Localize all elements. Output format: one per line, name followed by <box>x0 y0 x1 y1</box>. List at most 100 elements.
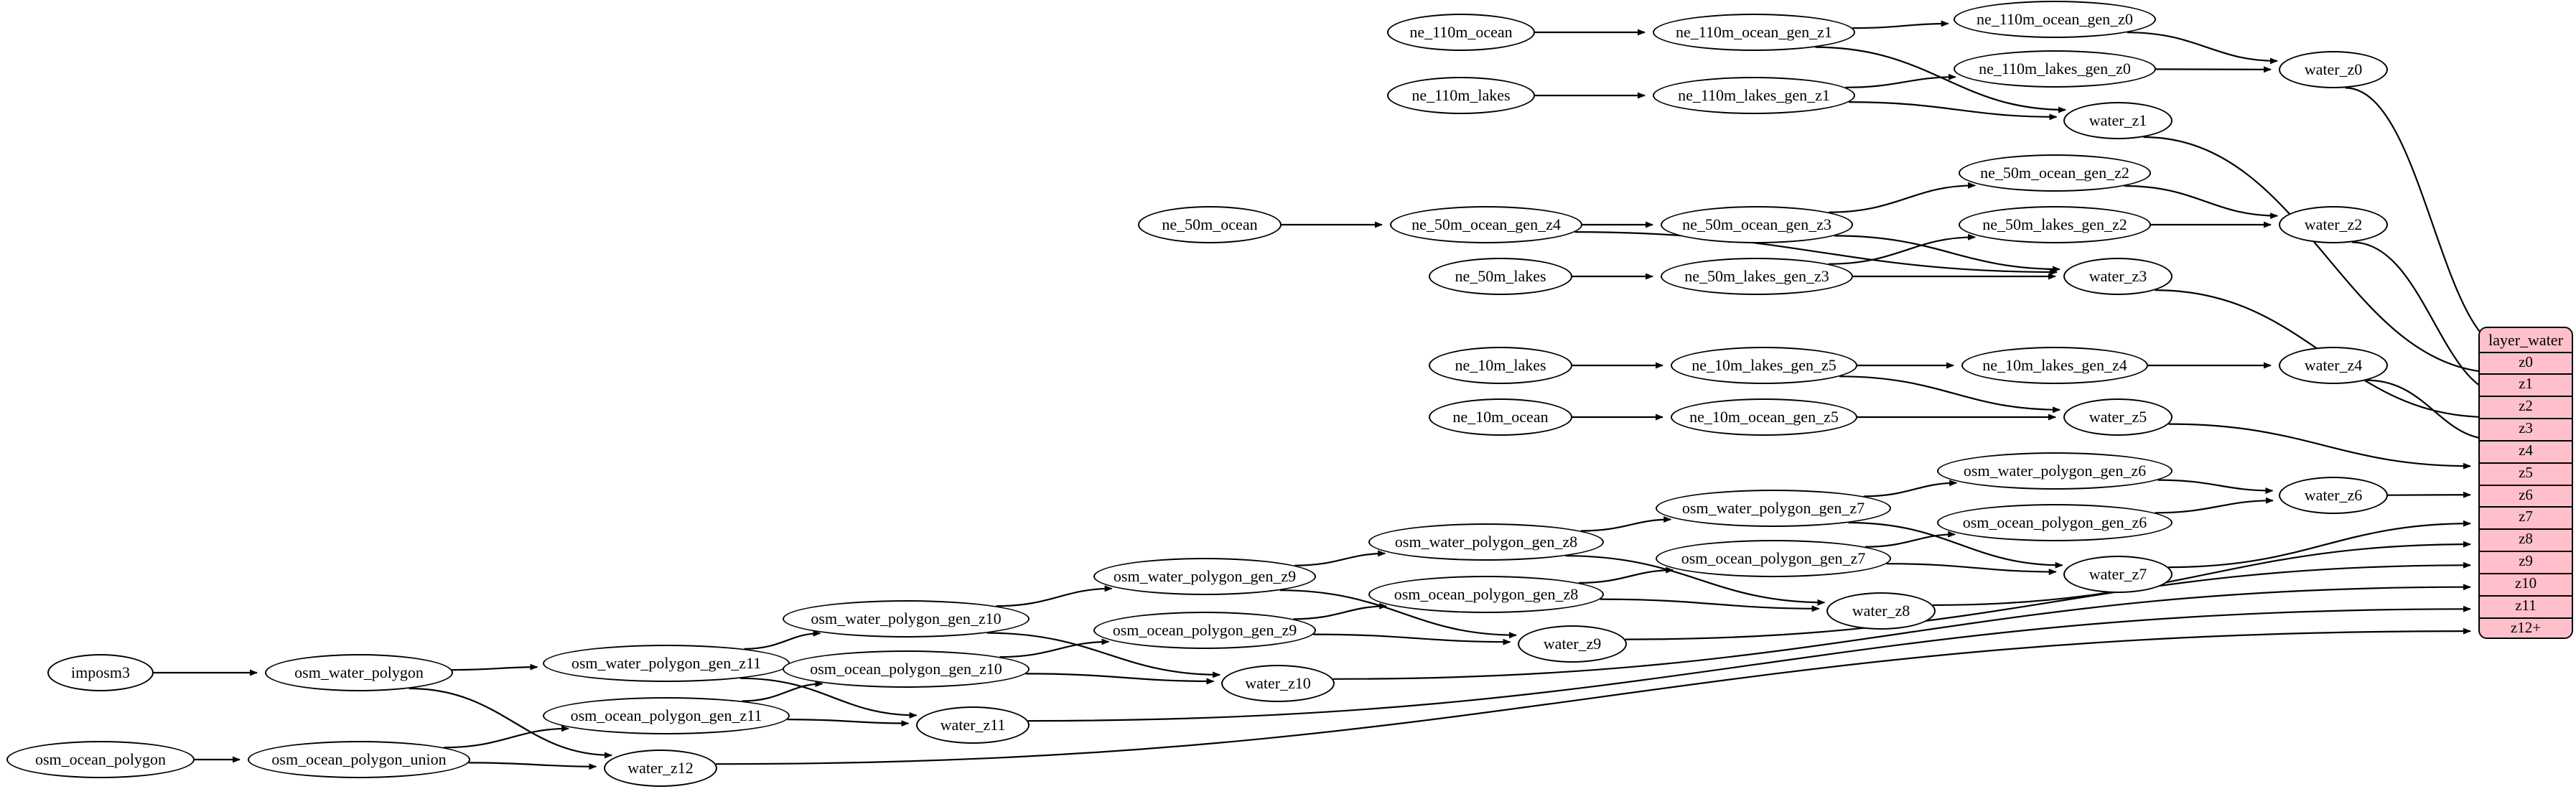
graph-node-label: osm_water_polygon_gen_z8 <box>1394 533 1578 551</box>
graph-node-osm_water_polygon_gen_z8[interactable]: osm_water_polygon_gen_z8 <box>1368 523 1604 561</box>
graph-node-label: water_z9 <box>1543 635 1602 653</box>
graph-node-osm_ocean_polygon_gen_z11[interactable]: osm_ocean_polygon_gen_z11 <box>543 697 790 734</box>
graph-node-label: ne_50m_ocean_gen_z2 <box>1980 164 2129 182</box>
graph-node-water_z10[interactable]: water_z10 <box>1221 665 1335 702</box>
graph-node-ne_10m_lakes_gen_z4[interactable]: ne_10m_lakes_gen_z4 <box>1961 347 2148 384</box>
graph-edge <box>2124 185 2279 220</box>
graph-node-ne_110m_lakes_gen_z1[interactable]: ne_110m_lakes_gen_z1 <box>1653 77 1855 114</box>
graph-node-label: osm_water_polygon_gen_z9 <box>1113 567 1297 585</box>
graph-node-water_z12[interactable]: water_z12 <box>604 750 717 787</box>
table-row[interactable]: z4 <box>2480 441 2572 464</box>
graph-node-osm_water_polygon_gen_z11[interactable]: osm_water_polygon_gen_z11 <box>543 645 790 682</box>
graph-edge <box>2155 497 2274 514</box>
graph-node-label: ne_50m_lakes_gen_z2 <box>1982 215 2127 233</box>
graph-node-label: osm_water_polygon_gen_z11 <box>571 654 762 672</box>
graph-node-osm_water_polygon_gen_z7[interactable]: osm_water_polygon_gen_z7 <box>1656 490 1891 527</box>
graph-node-ne_50m_ocean_gen_z3[interactable]: ne_50m_ocean_gen_z3 <box>1661 206 1853 243</box>
graph-node-ne_10m_ocean[interactable]: ne_10m_ocean <box>1429 398 1572 436</box>
graph-node-label: ne_110m_lakes_gen_z1 <box>1678 86 1830 104</box>
graph-node-water_z9[interactable]: water_z9 <box>1518 625 1627 663</box>
graph-node-osm_ocean_polygon_gen_z9[interactable]: osm_ocean_polygon_gen_z9 <box>1093 612 1316 649</box>
graph-edge <box>1313 633 1511 645</box>
graph-node-label: osm_ocean_polygon_union <box>271 750 447 768</box>
graph-edge <box>744 630 821 650</box>
graph-node-label: ne_10m_ocean_gen_z5 <box>1689 408 1839 426</box>
graph-node-ne_10m_ocean_gen_z5[interactable]: ne_10m_ocean_gen_z5 <box>1671 398 1857 436</box>
graph-node-osm_water_polygon_gen_z9[interactable]: osm_water_polygon_gen_z9 <box>1093 558 1316 595</box>
graph-node-label: water_z8 <box>1852 602 1910 620</box>
graph-node-imposm3[interactable]: imposm3 <box>47 654 154 691</box>
graph-node-ne_110m_lakes_gen_z0[interactable]: ne_110m_lakes_gen_z0 <box>1954 50 2156 88</box>
graph-node-label: ne_10m_lakes <box>1455 356 1546 374</box>
graph-node-osm_ocean_polygon_gen_z10[interactable]: osm_ocean_polygon_gen_z10 <box>783 650 1030 688</box>
graph-node-ne_50m_lakes_gen_z3[interactable]: ne_50m_lakes_gen_z3 <box>1661 258 1853 295</box>
table-row[interactable]: z7 <box>2480 508 2572 531</box>
graph-edge <box>2366 379 2494 443</box>
graph-node-water_z6[interactable]: water_z6 <box>2279 477 2388 514</box>
graph-node-osm_water_polygon_gen_z10[interactable]: osm_water_polygon_gen_z10 <box>783 600 1030 638</box>
graph-node-osm_ocean_polygon_gen_z7[interactable]: osm_ocean_polygon_gen_z7 <box>1656 540 1891 577</box>
graph-node-ne_110m_ocean_gen_z0[interactable]: ne_110m_ocean_gen_z0 <box>1954 1 2156 38</box>
graph-node-ne_50m_lakes[interactable]: ne_50m_lakes <box>1429 258 1572 295</box>
graph-node-water_z8[interactable]: water_z8 <box>1826 592 1936 630</box>
graph-node-label: water_z4 <box>2304 356 2363 374</box>
graph-node-water_z7[interactable]: water_z7 <box>2063 556 2173 593</box>
table-row[interactable]: z2 <box>2480 397 2572 420</box>
table-row[interactable]: z10 <box>2480 574 2572 597</box>
graph-node-osm_ocean_polygon_gen_z6[interactable]: osm_ocean_polygon_gen_z6 <box>1937 504 2173 541</box>
graph-node-ne_50m_ocean[interactable]: ne_50m_ocean <box>1138 206 1282 243</box>
graph-node-water_z11[interactable]: water_z11 <box>916 706 1030 744</box>
table-row[interactable]: z9 <box>2480 552 2572 574</box>
graph-node-water_z2[interactable]: water_z2 <box>2279 206 2388 243</box>
graph-node-ne_110m_ocean[interactable]: ne_110m_ocean <box>1387 14 1535 51</box>
graph-node-water_z5[interactable]: water_z5 <box>2063 398 2173 436</box>
graph-node-ne_50m_lakes_gen_z2[interactable]: ne_50m_lakes_gen_z2 <box>1959 206 2151 243</box>
graph-node-ne_50m_ocean_gen_z2[interactable]: ne_50m_ocean_gen_z2 <box>1959 154 2151 192</box>
graph-edge <box>2168 423 2471 470</box>
graph-edge <box>2143 136 2502 376</box>
graph-node-label: ne_110m_ocean_gen_z0 <box>1977 10 2133 28</box>
graph-node-osm_ocean_polygon[interactable]: osm_ocean_polygon <box>6 741 195 778</box>
graph-node-ne_50m_ocean_gen_z4[interactable]: ne_50m_ocean_gen_z4 <box>1390 206 1582 243</box>
graph-node-osm_water_polygon[interactable]: osm_water_polygon <box>265 654 453 691</box>
graph-node-water_z1[interactable]: water_z1 <box>2063 102 2173 139</box>
graph-node-label: osm_ocean_polygon_gen_z8 <box>1394 585 1579 603</box>
graph-node-label: osm_ocean_polygon <box>34 750 167 768</box>
graph-edge <box>1578 566 1674 584</box>
table-row[interactable]: z0 <box>2480 353 2572 375</box>
graph-node-label: osm_ocean_polygon_gen_z10 <box>810 660 1002 678</box>
table-row[interactable]: z8 <box>2480 530 2572 553</box>
graph-edge <box>1580 516 1672 532</box>
table-row[interactable]: z12+ <box>2480 618 2572 638</box>
graph-node-osm_ocean_polygon_gen_z8[interactable]: osm_ocean_polygon_gen_z8 <box>1368 576 1604 613</box>
graph-node-ne_110m_ocean_gen_z1[interactable]: ne_110m_ocean_gen_z1 <box>1653 14 1855 51</box>
graph-node-water_z4[interactable]: water_z4 <box>2279 347 2388 384</box>
table-row[interactable]: z3 <box>2480 419 2572 442</box>
table-row[interactable]: z1 <box>2480 375 2572 398</box>
graph-node-label: ne_10m_lakes_gen_z5 <box>1691 356 1837 374</box>
graph-node-label: osm_ocean_polygon_gen_z7 <box>1681 549 1866 567</box>
graph-edge <box>1600 598 1820 612</box>
graph-node-ne_10m_lakes[interactable]: ne_10m_lakes <box>1429 347 1572 384</box>
table-row[interactable]: z6 <box>2480 485 2572 508</box>
graph-edge <box>468 762 597 770</box>
graph-edge <box>996 585 1113 607</box>
graph-node-water_z3[interactable]: water_z3 <box>2063 258 2173 295</box>
graph-node-osm_water_polygon_gen_z6[interactable]: osm_water_polygon_gen_z6 <box>1937 452 2173 490</box>
graph-node-ne_110m_lakes[interactable]: ne_110m_lakes <box>1387 77 1535 114</box>
table-row[interactable]: z11 <box>2480 596 2572 619</box>
graph-node-label: osm_water_polygon <box>294 663 424 681</box>
graph-node-water_z0[interactable]: water_z0 <box>2279 51 2388 88</box>
graph-edge <box>1886 563 2057 575</box>
graph-edge <box>2157 479 2274 494</box>
graph-node-label: ne_110m_ocean_gen_z1 <box>1676 23 1832 41</box>
graph-edge <box>1025 673 1215 685</box>
graph-node-label: water_z3 <box>2089 267 2147 285</box>
table-row[interactable]: z5 <box>2480 463 2572 486</box>
graph-node-osm_ocean_polygon_union[interactable]: osm_ocean_polygon_union <box>248 741 470 778</box>
graph-edge <box>1848 101 2058 121</box>
graph-edge <box>1293 602 1388 620</box>
graph-node-ne_10m_lakes_gen_z5[interactable]: ne_10m_lakes_gen_z5 <box>1671 347 1857 384</box>
